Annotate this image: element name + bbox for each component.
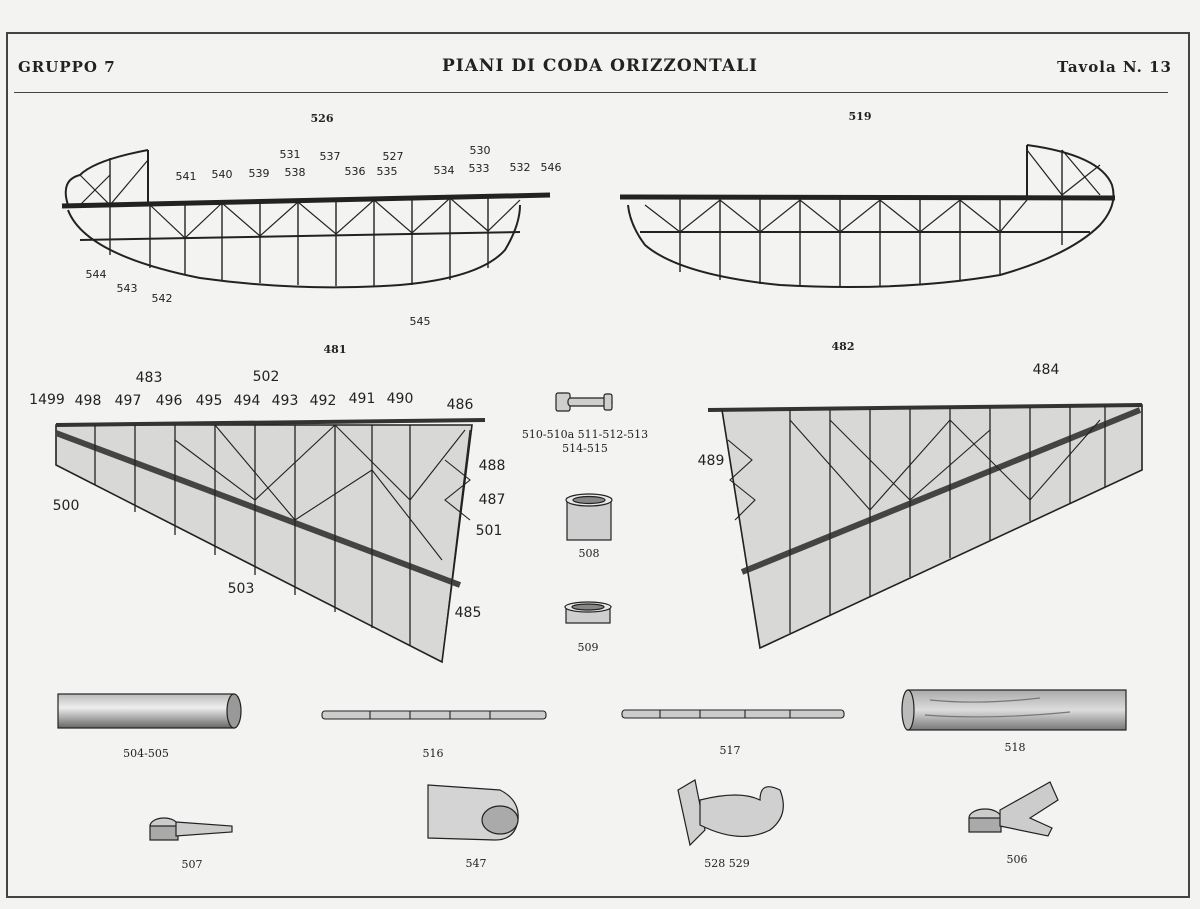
group-label: GRUPPO 7 bbox=[18, 58, 116, 76]
label-493: 493 bbox=[271, 393, 299, 409]
outline-519 bbox=[627, 144, 1115, 289]
bolt-510 bbox=[555, 392, 613, 412]
plate-number: Tavola N. 13 bbox=[1057, 58, 1172, 76]
fig-516-caption: 516 bbox=[422, 747, 444, 760]
fitting-547 bbox=[427, 784, 519, 841]
label-483: 483 bbox=[135, 370, 163, 386]
label-494: 494 bbox=[233, 393, 261, 409]
diagonal-spar-482 bbox=[740, 407, 1142, 575]
fig-510-caption-2: 514-515 bbox=[562, 442, 608, 455]
wood-spar-518 bbox=[901, 689, 1127, 731]
fig-481-caption: 481 bbox=[323, 343, 347, 356]
fig-518-caption: 518 bbox=[1004, 741, 1026, 754]
label-527: 527 bbox=[382, 150, 404, 163]
stabiliser-481 bbox=[54, 418, 486, 664]
tube-504 bbox=[57, 693, 242, 729]
fig-506-caption: 506 bbox=[1006, 853, 1028, 866]
fig-547-caption: 547 bbox=[465, 857, 487, 870]
bushing-508 bbox=[565, 493, 613, 541]
front-spar-481 bbox=[55, 418, 486, 427]
label-534: 534 bbox=[433, 164, 455, 177]
label-486: 486 bbox=[446, 397, 474, 413]
outline-526 bbox=[64, 149, 521, 289]
main-spar-519 bbox=[619, 194, 1116, 201]
rear-spar-526 bbox=[79, 231, 521, 241]
main-spar-526 bbox=[61, 192, 551, 209]
label-544: 544 bbox=[85, 268, 107, 281]
label-492: 492 bbox=[309, 393, 337, 409]
horn-507 bbox=[149, 817, 233, 841]
rod-517 bbox=[621, 709, 845, 719]
label-485: 485 bbox=[454, 605, 482, 621]
rod-516 bbox=[321, 710, 547, 720]
label-484: 484 bbox=[1032, 362, 1060, 378]
label-502: 502 bbox=[252, 369, 280, 385]
label-537: 537 bbox=[319, 150, 341, 163]
stabiliser-482 bbox=[707, 403, 1143, 650]
fig-509-caption: 509 bbox=[577, 641, 599, 654]
label-542: 542 bbox=[151, 292, 173, 305]
fig-517-caption: 517 bbox=[719, 744, 741, 757]
fig-510-caption-1: 510-510a 511-512-513 bbox=[521, 428, 649, 441]
fig-519-caption: 519 bbox=[848, 110, 872, 123]
label-533: 533 bbox=[468, 162, 490, 175]
elevator-frame-526 bbox=[61, 149, 551, 289]
fig-507-caption: 507 bbox=[181, 858, 203, 871]
elevator-frame-519 bbox=[619, 144, 1116, 289]
label-532: 532 bbox=[509, 161, 531, 174]
ribs-519 bbox=[679, 150, 1063, 287]
label-538: 538 bbox=[284, 166, 306, 179]
label-489: 489 bbox=[697, 453, 725, 469]
label-500: 500 bbox=[52, 498, 80, 514]
label-546: 546 bbox=[540, 161, 562, 174]
label-501: 501 bbox=[475, 523, 503, 539]
label-535: 535 bbox=[376, 165, 398, 178]
fig-482-caption: 482 bbox=[831, 340, 855, 353]
fig-508-caption: 508 bbox=[578, 547, 600, 560]
label-540: 540 bbox=[211, 168, 233, 181]
fitting-528 bbox=[677, 779, 784, 847]
label-499: 1499 bbox=[29, 392, 65, 408]
label-539: 539 bbox=[248, 167, 270, 180]
label-530: 530 bbox=[469, 144, 491, 157]
ribs-526 bbox=[109, 158, 489, 286]
label-543: 543 bbox=[116, 282, 138, 295]
fig-526-caption: 526 bbox=[310, 112, 334, 125]
header-rule bbox=[14, 92, 1168, 93]
label-498: 498 bbox=[74, 393, 102, 409]
front-spar-482 bbox=[707, 403, 1143, 412]
diagonal-spar-481 bbox=[54, 430, 462, 588]
horn-506 bbox=[968, 781, 1059, 837]
bracing-482 bbox=[721, 409, 1101, 649]
fabric-482 bbox=[721, 404, 1143, 650]
bushing-509 bbox=[564, 601, 612, 624]
label-545: 545 bbox=[409, 315, 431, 328]
label-536: 536 bbox=[344, 165, 366, 178]
label-490: 490 bbox=[386, 391, 414, 407]
label-491: 491 bbox=[348, 391, 376, 407]
bracing-526 bbox=[79, 159, 521, 239]
fig-528-caption: 528 529 bbox=[704, 857, 750, 870]
label-488: 488 bbox=[478, 458, 506, 474]
page-title: PIANI DI CODA ORIZZONTALI bbox=[441, 56, 758, 76]
label-496: 496 bbox=[155, 393, 183, 409]
label-495: 495 bbox=[195, 393, 223, 409]
bracing-519 bbox=[644, 149, 1101, 233]
label-487: 487 bbox=[478, 492, 506, 508]
label-497: 497 bbox=[114, 393, 142, 409]
label-541: 541 bbox=[175, 170, 197, 183]
plate-border bbox=[6, 32, 1190, 898]
label-503: 503 bbox=[227, 581, 255, 597]
fig-504-caption: 504-505 bbox=[123, 747, 169, 760]
label-531: 531 bbox=[279, 148, 301, 161]
ribs-481 bbox=[94, 425, 411, 645]
bracing-481 bbox=[174, 424, 471, 663]
